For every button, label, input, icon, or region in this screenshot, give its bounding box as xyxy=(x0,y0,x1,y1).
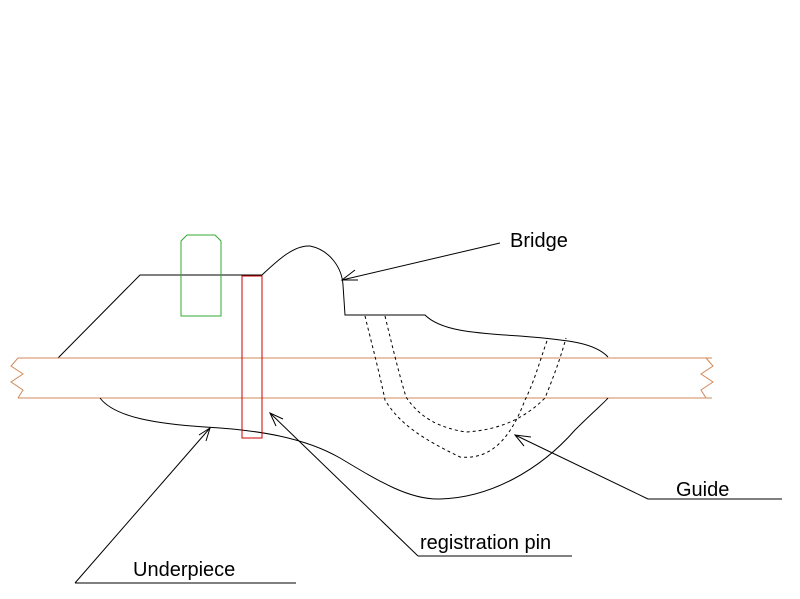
guide-leader-line xyxy=(514,434,649,500)
guide-dashed-inner xyxy=(384,315,567,433)
guide-callout: Guide xyxy=(513,434,782,501)
guide-arrowhead xyxy=(513,434,532,447)
bridge-callout: Bridge xyxy=(340,230,568,281)
guide-label: Guide xyxy=(676,479,729,501)
guide-dashed-outer xyxy=(364,315,549,458)
green-block xyxy=(180,234,222,317)
registration-pin-arrowhead xyxy=(268,411,284,427)
board-left-break xyxy=(10,357,24,399)
board-right-break xyxy=(700,357,714,399)
upper-body-outline xyxy=(57,245,609,359)
board xyxy=(10,357,714,399)
underpiece-label: Underpiece xyxy=(133,559,235,581)
underpiece-outline xyxy=(99,397,609,500)
registration-pin-leader-line xyxy=(269,412,419,557)
underpiece-callout: Underpiece xyxy=(74,426,296,584)
registration-pin-callout: registration pin xyxy=(268,411,572,557)
registration-pin-label: registration pin xyxy=(420,532,551,554)
bridge-arrowhead xyxy=(340,269,358,281)
underpiece-arrowhead xyxy=(198,426,211,442)
registration-pin xyxy=(241,275,263,439)
underpiece-leader-line xyxy=(74,427,211,584)
bridge-leader-line xyxy=(341,242,501,281)
bridge-label: Bridge xyxy=(510,230,568,252)
guide-hidden-lines xyxy=(364,315,567,458)
